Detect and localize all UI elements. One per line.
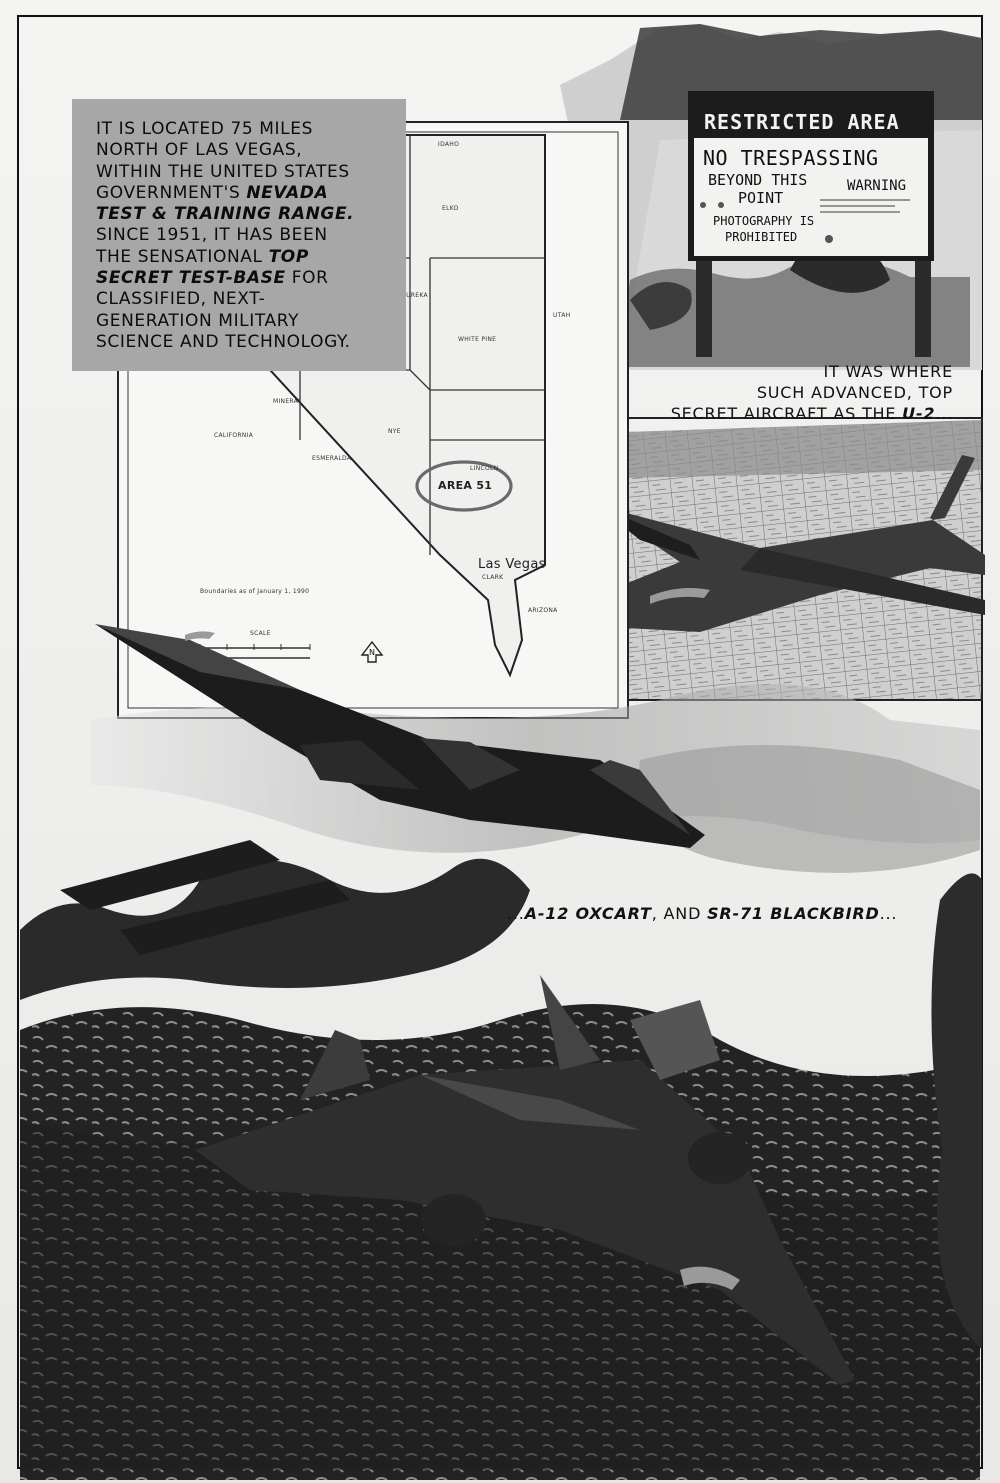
caption-segment: government's [96,182,247,203]
map-state-california: CALIFORNIA [214,432,254,439]
caption-line: within the United States [96,162,390,183]
map-scale-label: SCALE [250,630,271,637]
caption-segment: within the United States [96,161,350,182]
narration-u2-line2: SUCH ADVANCED, TOP [756,383,953,402]
caption-segment: the sensational [96,246,269,267]
narration-u2-line3: SECRET AIRCRAFT AS THE U-2... [671,403,953,424]
map-county-elko: ELKO [442,205,459,212]
caption-segment: generation military [96,310,300,331]
map-state-arizona: ARIZONA [528,607,558,614]
map-north-label: N [369,648,376,657]
caption-box: It is located 75 milesnorth of Las Vegas… [72,99,406,371]
caption-line: north of Las Vegas, [96,140,390,161]
caption-segment: north of Las Vegas, [96,140,303,161]
caption-line: government's Nevada [96,183,390,204]
sign-warning: WARNING [847,178,907,194]
narration2-sr71-name: SR-71 BLACKBIRD [707,904,880,923]
sign-photography: PHOTOGRAPHY IS [713,214,815,228]
a12-oxcart-aircraft [95,624,705,848]
map-county-lincoln: LINCOLN [470,465,499,472]
caption-line: generation military [96,311,390,332]
caption-segment: Since 1951, it has been [96,225,328,246]
map-state-idaho: IDAHO [438,141,460,148]
sr71-blackbird-aircraft [195,975,855,1385]
narration2-and: , AND [651,904,708,923]
caption-segment: It is located 75 miles [96,119,313,139]
sign-no-trespassing: NO TRESPASSING [703,146,879,170]
sign-point: POINT [738,189,784,207]
caption-segment: top [268,246,309,267]
caption-line: classified, next- [96,289,390,310]
map-county-eureka: EUREKA [402,292,428,299]
sign-beyond-this: BEYOND THIS [708,171,808,189]
narration2-a12-name: A-12 OXCART [524,904,652,923]
narration2-ellipsis-start: ... [507,904,525,923]
caption-segment: secret test-base [96,268,286,289]
sign-header: RESTRICTED AREA [704,110,900,134]
map-boundaries-note: Boundaries as of January 1, 1990 [200,588,310,595]
map-area51-label: AREA 51 [438,479,493,492]
map-state-utah: UTAH [553,312,571,319]
narration-oxcart-blackbird: ...A-12 OXCART, AND SR-71 BLACKBIRD... [507,903,897,924]
caption-segment: Nevada [246,182,329,203]
caption-line: science and technology. [96,332,390,353]
map-county-nye: NYE [388,428,401,435]
narration-u2-aircraft-name: U-2 [902,404,936,423]
caption-line: Test & Training Range. [96,204,390,225]
map-county-mineral: MINERAL [273,398,302,405]
caption-line: secret test-base for [96,268,390,289]
narration-u2-ellipsis: ... [935,404,953,423]
narration-u2-line1: IT WAS WHERE [823,362,953,381]
caption-segment: science and technology. [96,331,351,352]
sign-prohibited: PROHIBITED [725,230,798,244]
map-county-clark: CLARK [482,574,504,581]
caption-segment: for [285,268,329,289]
caption-segment: classified, next- [96,289,266,310]
caption-line: Since 1951, it has been [96,225,390,246]
caption-segment: Test & Training Range. [96,204,355,225]
narration-u2-line3-text: SECRET AIRCRAFT AS THE [670,404,903,423]
caption-line: It is located 75 miles [96,119,390,140]
narration-u2: IT WAS WHERE SUCH ADVANCED, TOP SECRET A… [671,361,953,424]
caption-line: the sensational top [96,247,390,268]
restricted-area-sign [688,91,934,357]
map-county-white-pine: WHITE PINE [458,336,497,343]
map-city-label: Las Vegas [478,557,546,572]
narration2-ellipsis-end: ... [879,904,898,923]
map-county-esmeralda: ESMERALDA [312,455,352,462]
